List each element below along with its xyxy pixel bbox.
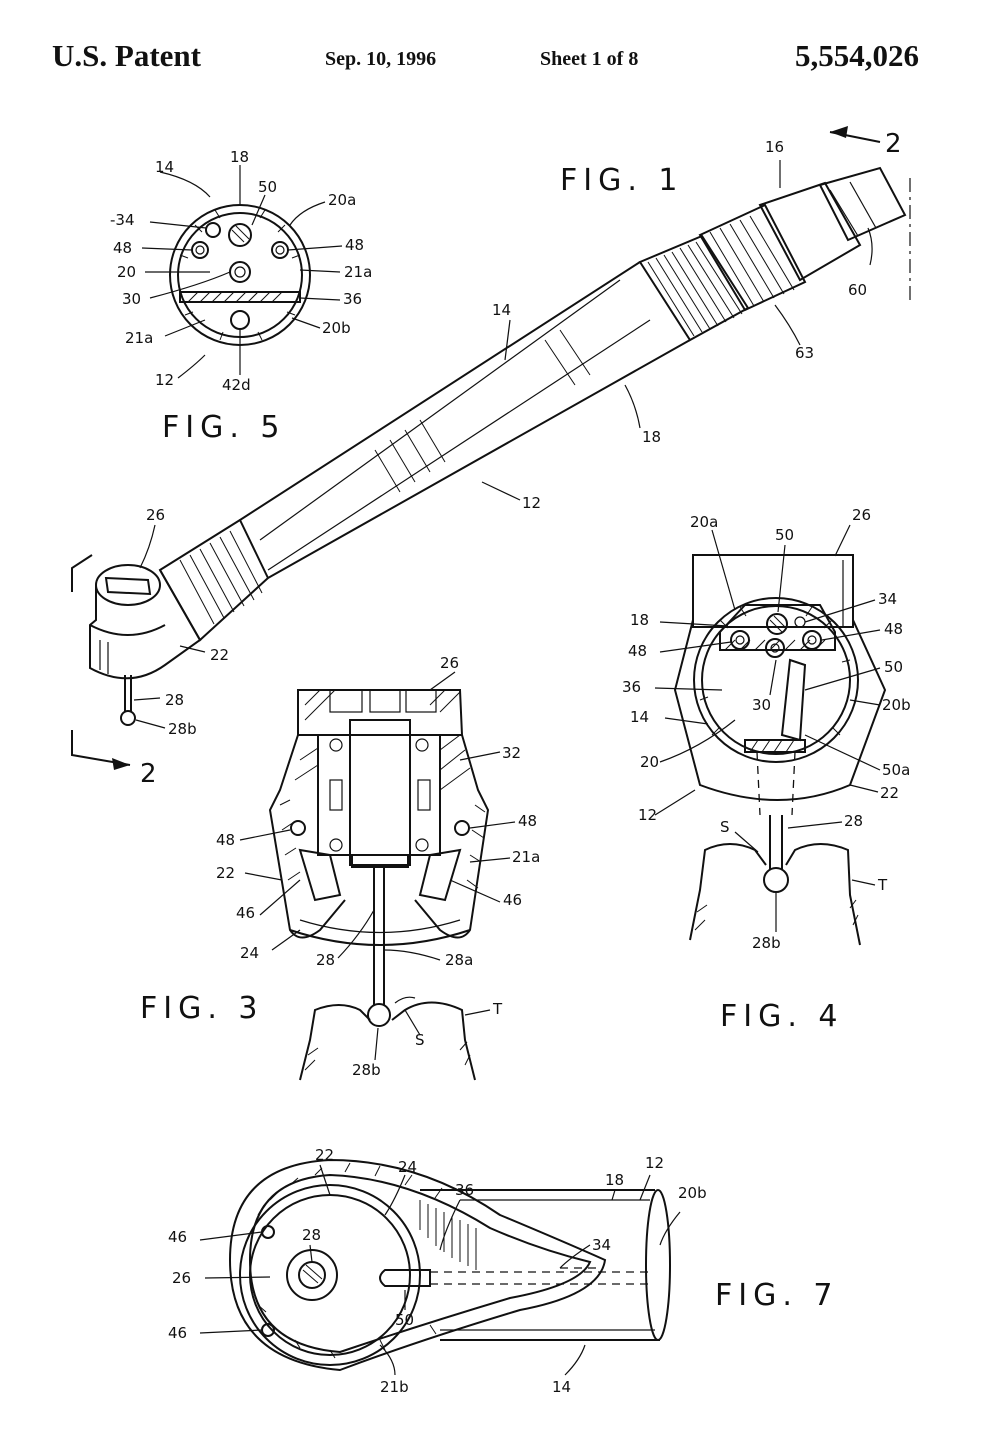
fig4-label-28: 28 [844,812,863,830]
fig7-label-26: 26 [172,1269,191,1287]
fig5-label-48-left: 48 [113,239,132,257]
fig7-label-12: 12 [645,1154,664,1172]
fig1-label-63: 63 [795,344,814,362]
figure-7: FIG. 7 22 24 36 18 12 20b 46 28 34 26 50… [168,1146,839,1396]
figure-4: FIG. 4 20a 50 26 18 34 48 48 50 36 30 20… [622,506,911,1034]
fig4-label-20: 20 [640,753,659,771]
fig1-label-28: 28 [165,691,184,709]
fig5-title: FIG. 5 [162,410,286,445]
fig7-label-22: 22 [315,1146,334,1164]
fig1-label-22: 22 [210,646,229,664]
fig4-label-14: 14 [630,708,649,726]
fig4-label-50-top: 50 [775,526,794,544]
patent-office-label: U.S. Patent [52,38,201,73]
patent-number: 5,554,026 [795,38,919,73]
fig5-label-20b: 20b [322,319,351,337]
fig5-label-14: 14 [155,158,174,176]
fig4-label-T: T [877,876,888,894]
fig1-label-16: 16 [765,138,784,156]
fig4-label-20b: 20b [882,696,911,714]
fig4-label-50-right: 50 [884,658,903,676]
fig3-label-T: T [492,1000,503,1018]
fig3-label-28: 28 [316,951,335,969]
fig1-label-28b: 28b [168,720,197,738]
fig3-label-48-right: 48 [518,812,537,830]
fig4-label-48-right: 48 [884,620,903,638]
fig3-label-46-right: 46 [503,891,522,909]
fig4-label-20a: 20a [690,513,718,531]
fig3-label-46-left: 46 [236,904,255,922]
fig3-label-24: 24 [240,944,259,962]
fig1-label-12: 12 [522,494,541,512]
fig3-label-26: 26 [440,654,459,672]
fig7-label-46-bottom: 46 [168,1324,187,1342]
fig5-label-21a-left: 21a [125,329,153,347]
fig3-label-32: 32 [502,744,521,762]
fig1-label-26: 26 [146,506,165,524]
fig7-label-18: 18 [605,1171,624,1189]
fig4-label-26: 26 [852,506,871,524]
figure-1: FIG. 1 16 2 2 60 63 14 18 12 26 22 28 28… [71,126,911,789]
fig3-label-28b: 28b [352,1061,381,1079]
fig5-label-12: 12 [155,371,174,389]
fig1-title: FIG. 1 [560,163,684,198]
fig7-label-46-top: 46 [168,1228,187,1246]
fig4-label-36: 36 [622,678,641,696]
fig3-label-22: 22 [216,864,235,882]
fig4-label-S: S [720,818,730,836]
fig7-label-34: 34 [592,1236,611,1254]
fig5-label-34: -34 [110,211,135,229]
fig7-label-20b: 20b [678,1184,707,1202]
fig4-label-30: 30 [752,696,771,714]
fig7-label-36: 36 [455,1181,474,1199]
fig1-label-60: 60 [848,281,867,299]
fig1-label-2-top: 2 [885,129,902,159]
fig3-label-28a: 28a [445,951,473,969]
fig1-label-18: 18 [642,428,661,446]
fig5-label-48-right: 48 [345,236,364,254]
fig7-label-14: 14 [552,1378,571,1396]
figure-3: FIG. 3 26 32 48 48 22 21a 46 46 24 28 28… [140,654,540,1081]
fig3-label-S: S [415,1031,425,1049]
fig4-label-22: 22 [880,784,899,802]
fig3-label-48-left: 48 [216,831,235,849]
fig7-label-24: 24 [398,1158,417,1176]
issue-date: Sep. 10, 1996 [325,48,437,70]
fig4-label-50a: 50a [882,761,910,779]
fig5-label-50: 50 [258,178,277,196]
fig5-label-42d: 42d [222,376,251,394]
fig4-label-18: 18 [630,611,649,629]
figure-5: FIG. 5 14 18 50 20a -34 48 48 20 21a 30 … [110,148,372,445]
fig5-label-30: 30 [122,290,141,308]
fig5-label-20: 20 [117,263,136,281]
fig4-label-34: 34 [878,590,897,608]
fig5-label-36: 36 [343,290,362,308]
fig5-label-20a: 20a [328,191,356,209]
fig7-label-50: 50 [395,1311,414,1329]
fig7-title: FIG. 7 [715,1278,839,1313]
fig4-label-48-left: 48 [628,642,647,660]
fig1-label-14: 14 [492,301,511,319]
fig4-label-12: 12 [638,806,657,824]
fig7-label-21b: 21b [380,1378,409,1396]
fig1-label-2-bottom: 2 [140,759,157,789]
fig3-label-21a: 21a [512,848,540,866]
fig4-title: FIG. 4 [720,999,844,1034]
fig5-label-18: 18 [230,148,249,166]
fig3-title: FIG. 3 [140,991,264,1026]
fig4-label-28b: 28b [752,934,781,952]
sheet-number: Sheet 1 of 8 [540,48,639,70]
fig7-label-28: 28 [302,1226,321,1244]
fig5-label-21a-right: 21a [344,263,372,281]
